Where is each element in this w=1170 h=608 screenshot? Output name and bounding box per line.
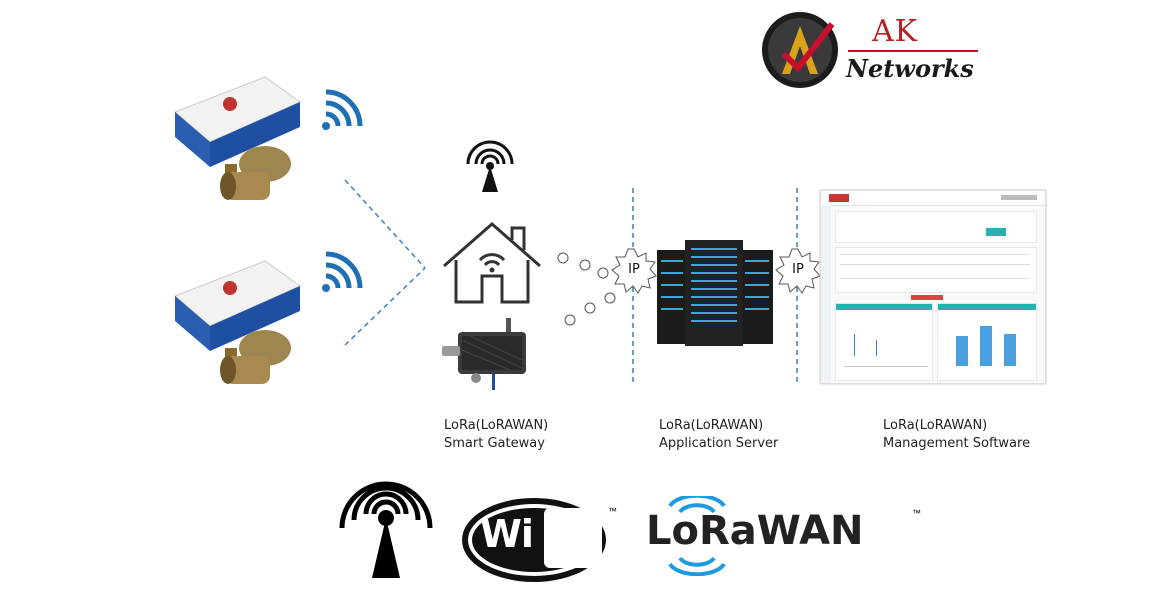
caption-server-line2: Application Server <box>659 436 779 451</box>
gateway-device-icon <box>442 318 526 390</box>
caption-software-line2: Management Software <box>883 436 1031 451</box>
valve-icon <box>174 260 302 384</box>
ip-burst-icon <box>611 248 657 294</box>
caption-software-line1: LoRa(LoRAWAN) <box>883 418 988 433</box>
caption-server: LoRa(LoRAWAN) Application Server <box>659 417 778 453</box>
brand-line1: AK <box>872 14 919 49</box>
wireless-signal-icon <box>322 89 363 130</box>
dashboard-sidebar <box>821 205 831 383</box>
dashboard-screenshot <box>820 190 1046 384</box>
wifi-logo-badge <box>462 498 606 582</box>
dashboard-filter-panel <box>835 211 1037 243</box>
ip-label: IP <box>628 262 640 277</box>
wifi-logo: Wi Fi ™ <box>462 490 622 584</box>
valve-icon <box>174 76 302 200</box>
ak-emblem-icon <box>762 12 838 88</box>
brand-divider <box>848 50 978 52</box>
lorawan-wave-icon <box>668 496 726 576</box>
dashboard-topbar <box>821 191 1045 206</box>
lorawan-logo: LoRaWAN ™ <box>640 496 930 576</box>
dashboard-table <box>835 247 1037 293</box>
dashboard-logo <box>829 194 849 202</box>
caption-server-line1: LoRa(LoRAWAN) <box>659 418 764 433</box>
dashboard-search-button <box>986 228 1006 236</box>
wireless-signal-icon <box>322 251 363 292</box>
dashboard-action-buttons <box>911 295 943 300</box>
ip-badge: IP <box>611 248 657 294</box>
antenna-tower-icon <box>466 140 514 192</box>
caption-gateway-line2: Smart Gateway <box>444 436 545 451</box>
ip-burst-icon <box>775 248 821 294</box>
ip-label: IP <box>792 262 804 277</box>
dashboard-bar-chart <box>937 303 1037 381</box>
brand-line2: Networks <box>846 54 974 83</box>
lorawan-text: LoRaWAN <box>646 508 864 554</box>
caption-gateway-line1: LoRa(LoRAWAN) <box>444 418 549 433</box>
server-rack-icon <box>657 240 773 346</box>
dashboard-line-chart <box>835 303 933 381</box>
home-wifi-icon <box>443 222 541 304</box>
radio-tower-logo <box>339 481 433 578</box>
wifi-tm: ™ <box>608 506 617 516</box>
ip-badge: IP <box>775 248 821 294</box>
caption-software: LoRa(LoRAWAN) Management Software <box>883 417 1030 453</box>
lorawan-tm: ™ <box>912 508 921 518</box>
ak-networks-logo: AK Networks <box>760 10 980 90</box>
dashboard-user <box>1001 195 1037 200</box>
wifi-text: Wi Fi <box>480 512 583 556</box>
caption-gateway: LoRa(LoRAWAN) Smart Gateway <box>444 417 548 453</box>
